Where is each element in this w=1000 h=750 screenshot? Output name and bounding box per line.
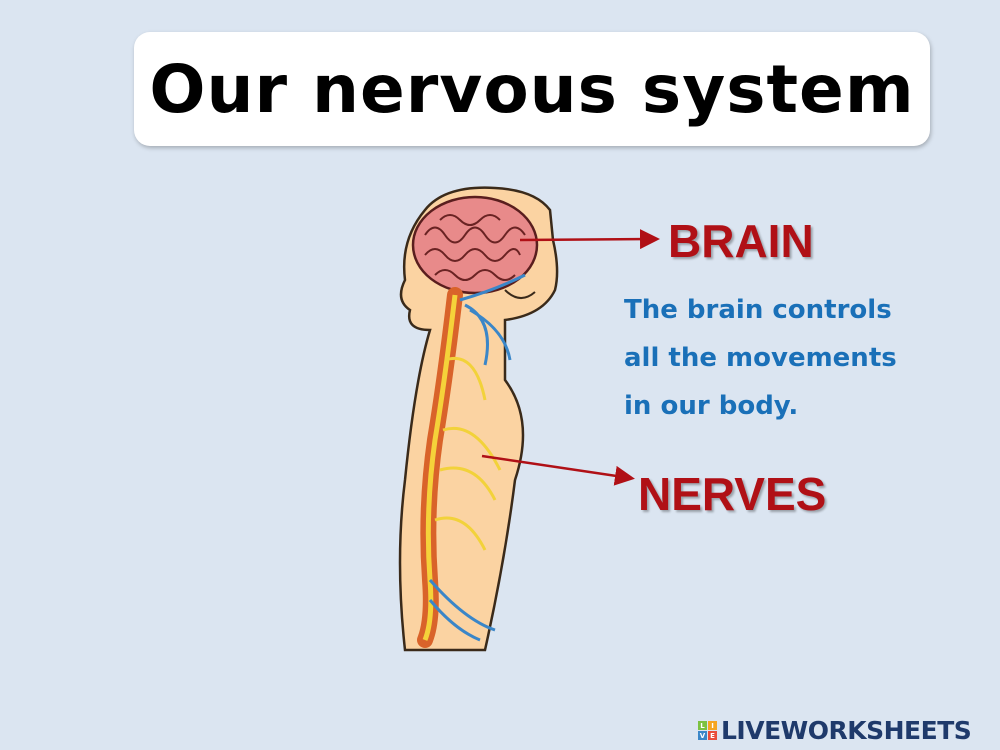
nervous-system-illustration	[398, 186, 559, 652]
liveworksheets-logo: L I V E LIVEWORKSHEETS	[698, 716, 972, 745]
description-line: The brain controls	[624, 295, 892, 325]
description-line: all the movements	[624, 343, 897, 373]
logo-icon: L I V E	[698, 721, 717, 740]
title-banner: Our nervous system	[134, 32, 930, 146]
page-title: Our nervous system	[149, 50, 915, 128]
brain-description: The brain controls all the movements in …	[624, 286, 954, 430]
nerves-label: NERVES	[638, 468, 827, 520]
description-line: in our body.	[624, 391, 799, 421]
brain-label: BRAIN	[668, 215, 814, 267]
brand-name: LIVEWORKSHEETS	[721, 716, 972, 745]
